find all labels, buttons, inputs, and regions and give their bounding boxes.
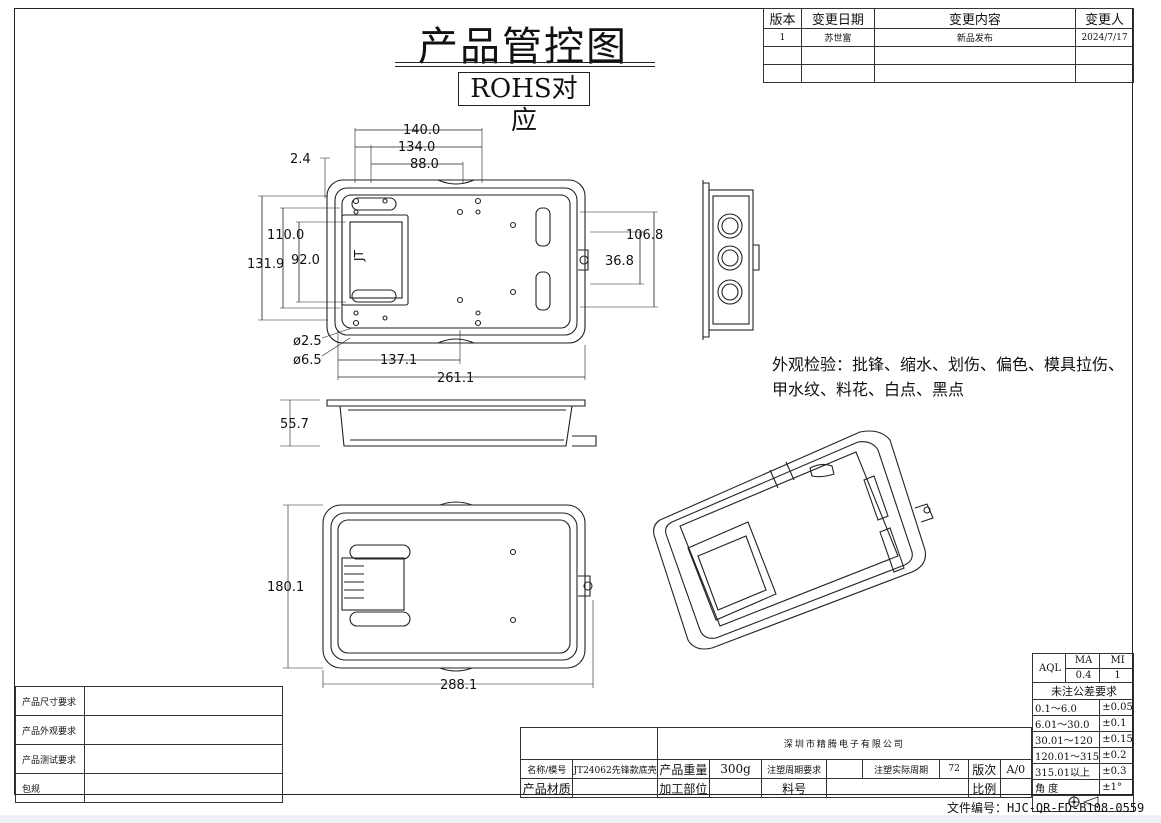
dim-92: 92.0 — [291, 253, 320, 268]
tol-value: ±1° — [1099, 779, 1134, 797]
tolerance-header: 未注公差要求 — [1032, 682, 1134, 701]
inspection-notes: 外观检验：批锋、缩水、划伤、偏色、模具拉伤、 甲水纹、料花、白点、黑点 — [772, 352, 1124, 402]
table-row: 30.01～120±0.15 — [1031, 731, 1134, 749]
isometric-view — [653, 430, 934, 650]
req-package: 包规 — [15, 773, 85, 803]
name-label: 名称/模号 — [519, 759, 574, 779]
req-appearance: 产品外观要求 — [15, 715, 85, 745]
tol-value: ±0.3 — [1099, 763, 1134, 781]
process-label: 加工部位 — [656, 778, 711, 798]
tolerance-table: AQL MA MI 0.4 1 未注公差要求 0.1～6.0±0.05 6.01… — [1031, 652, 1134, 813]
dim-180: 180.1 — [267, 580, 304, 595]
table-row: 产品尺寸要求 — [15, 686, 284, 716]
table-row: 产品外观要求 — [15, 715, 284, 745]
cycle-label: 注塑周期要求 — [760, 759, 828, 779]
tol-value: ±0.05 — [1099, 699, 1134, 717]
jt-logo: JT — [352, 249, 366, 262]
dim-d6-5: ø6.5 — [293, 353, 322, 368]
projection-symbol-icon — [1068, 796, 1099, 809]
rev-header-content: 变更内容 — [873, 8, 1077, 29]
version-value: A/0 — [999, 759, 1033, 779]
side-view-right — [702, 180, 760, 340]
table-row: 包规 — [15, 773, 284, 803]
dim-140: 140.0 — [403, 123, 440, 138]
window-bottom-strip — [0, 815, 1161, 823]
dim-110: 110.0 — [267, 228, 304, 243]
revision-table: 版本 变更日期 变更内容 变更人 1 苏世富 新品发布 2024/7/17 — [763, 8, 1134, 83]
req-size: 产品尺寸要求 — [15, 686, 85, 716]
tol-range: 315.01以上 — [1031, 763, 1101, 781]
aql-label: AQL — [1032, 652, 1066, 684]
tol-range: 120.01～315 — [1031, 747, 1101, 765]
ma-label: MA — [1064, 653, 1101, 669]
title-underline — [395, 62, 655, 63]
rohs-box: ROHS对应 — [458, 72, 590, 136]
table-row: 产品测试要求 — [15, 744, 284, 774]
table-row: 0.1～6.0±0.05 — [1031, 699, 1134, 717]
table-row: 6.01～30.0±0.1 — [1031, 715, 1134, 733]
dim-261: 261.1 — [437, 371, 474, 386]
dim-106: 106.8 — [626, 228, 663, 243]
table-row — [763, 64, 1134, 83]
top-view — [258, 128, 658, 380]
company-name: 深圳市精腾电子有限公司 — [656, 727, 1033, 760]
dim-288: 288.1 — [440, 678, 477, 693]
dim-55-7: 55.7 — [280, 417, 309, 432]
table-row: 角 度±1° — [1031, 779, 1134, 797]
rev-header-person: 变更人 — [1075, 8, 1134, 29]
mi-label: MI — [1099, 653, 1134, 669]
dim-88: 88.0 — [410, 157, 439, 172]
tol-range: 30.01～120 — [1031, 731, 1101, 749]
table-row — [763, 46, 1134, 65]
mi-value: 1 — [1099, 667, 1134, 684]
tol-range: 角 度 — [1031, 779, 1101, 797]
requirements-table: 产品尺寸要求 产品外观要求 产品测试要求 包规 — [15, 686, 284, 803]
tol-range: 6.01～30.0 — [1031, 715, 1101, 733]
inspection-line-1: 外观检验：批锋、缩水、划伤、偏色、模具拉伤、 — [772, 355, 1125, 374]
table-row: 120.01～315±0.2 — [1031, 747, 1134, 765]
ma-value: 0.4 — [1064, 667, 1101, 684]
bottom-view — [283, 501, 594, 688]
req-test: 产品测试要求 — [15, 744, 85, 774]
dim-131: 131.9 — [247, 257, 284, 272]
inspection-line-2: 甲水纹、料花、白点、黑点 — [772, 380, 965, 399]
actual-cycle-label: 注塑实际周期 — [861, 759, 941, 779]
file-number: 文件编号：HJC-QR-ED-B108-0559 — [947, 801, 1145, 815]
dim-134: 134.0 — [398, 140, 435, 155]
dim-d2-5: ø2.5 — [293, 334, 322, 349]
version-label: 版次 — [967, 759, 1001, 779]
table-row: 1 苏世富 新品发布 2024/7/17 — [763, 28, 1134, 47]
title-underline-2 — [395, 66, 655, 67]
tol-value: ±0.15 — [1099, 731, 1134, 749]
part-label: 料号 — [760, 778, 828, 798]
actual-cycle-value: 72 — [939, 759, 969, 779]
tol-value: ±0.1 — [1099, 715, 1134, 733]
front-view — [280, 399, 597, 447]
name-value: JT24062先锋款底壳 — [572, 759, 658, 779]
material-label: 产品材质 — [519, 778, 574, 798]
weight-value: 300g — [709, 759, 762, 779]
weight-label: 产品重量 — [656, 759, 711, 779]
tol-range: 0.1～6.0 — [1031, 699, 1101, 717]
dim-2-4: 2.4 — [290, 152, 311, 167]
dim-137: 137.1 — [380, 353, 417, 368]
tol-value: ±0.2 — [1099, 747, 1134, 765]
title-block: 深圳市精腾电子有限公司 名称/模号 JT24062先锋款底壳 产品重量 300g… — [519, 727, 1033, 798]
table-row: 315.01以上±0.3 — [1031, 763, 1134, 781]
scale-label: 比例 — [967, 778, 1001, 798]
dim-36: 36.8 — [605, 254, 634, 269]
